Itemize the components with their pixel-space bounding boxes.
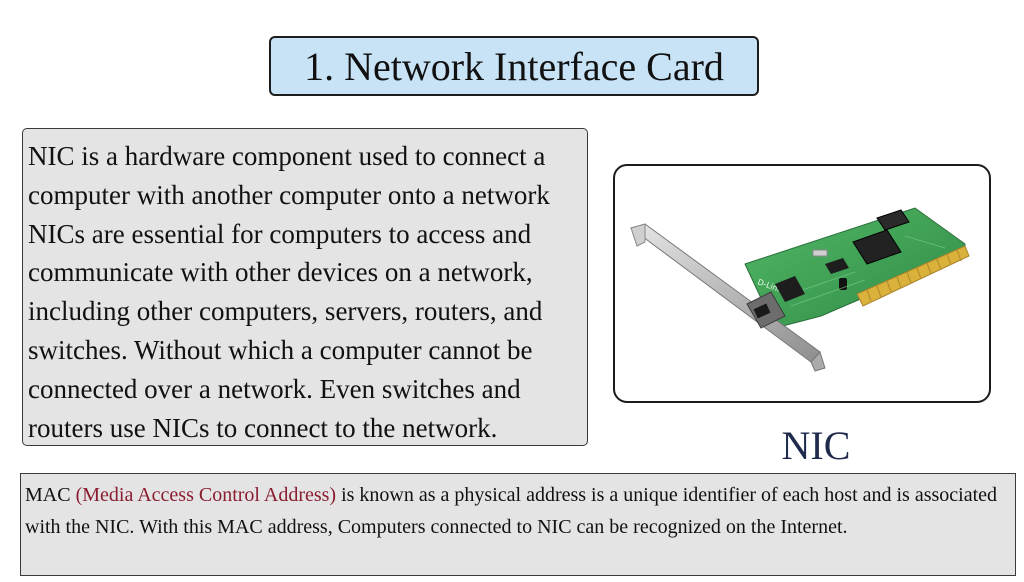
mac-term-expansion: (Media Access Control Address) [75,484,337,506]
nic-image-frame: D-Link [613,164,991,403]
slide-title: 1. Network Interface Card [269,36,759,96]
mac-address-note: MAC (Media Access Control Address) is kn… [20,473,1016,576]
secondary-chip [876,209,910,231]
nic-description: NIC is a hardware component used to conn… [22,128,588,446]
mac-note-text: is known as a physical address is a uniq… [25,484,998,538]
main-chip [852,229,902,265]
small-chip [825,258,849,274]
image-caption: NIC [781,423,851,468]
capacitor [839,278,847,290]
crystal [812,249,828,257]
mac-term: MAC [25,484,71,506]
gold-contacts [856,245,970,307]
nic-card-illustration: D-Link [629,207,970,372]
